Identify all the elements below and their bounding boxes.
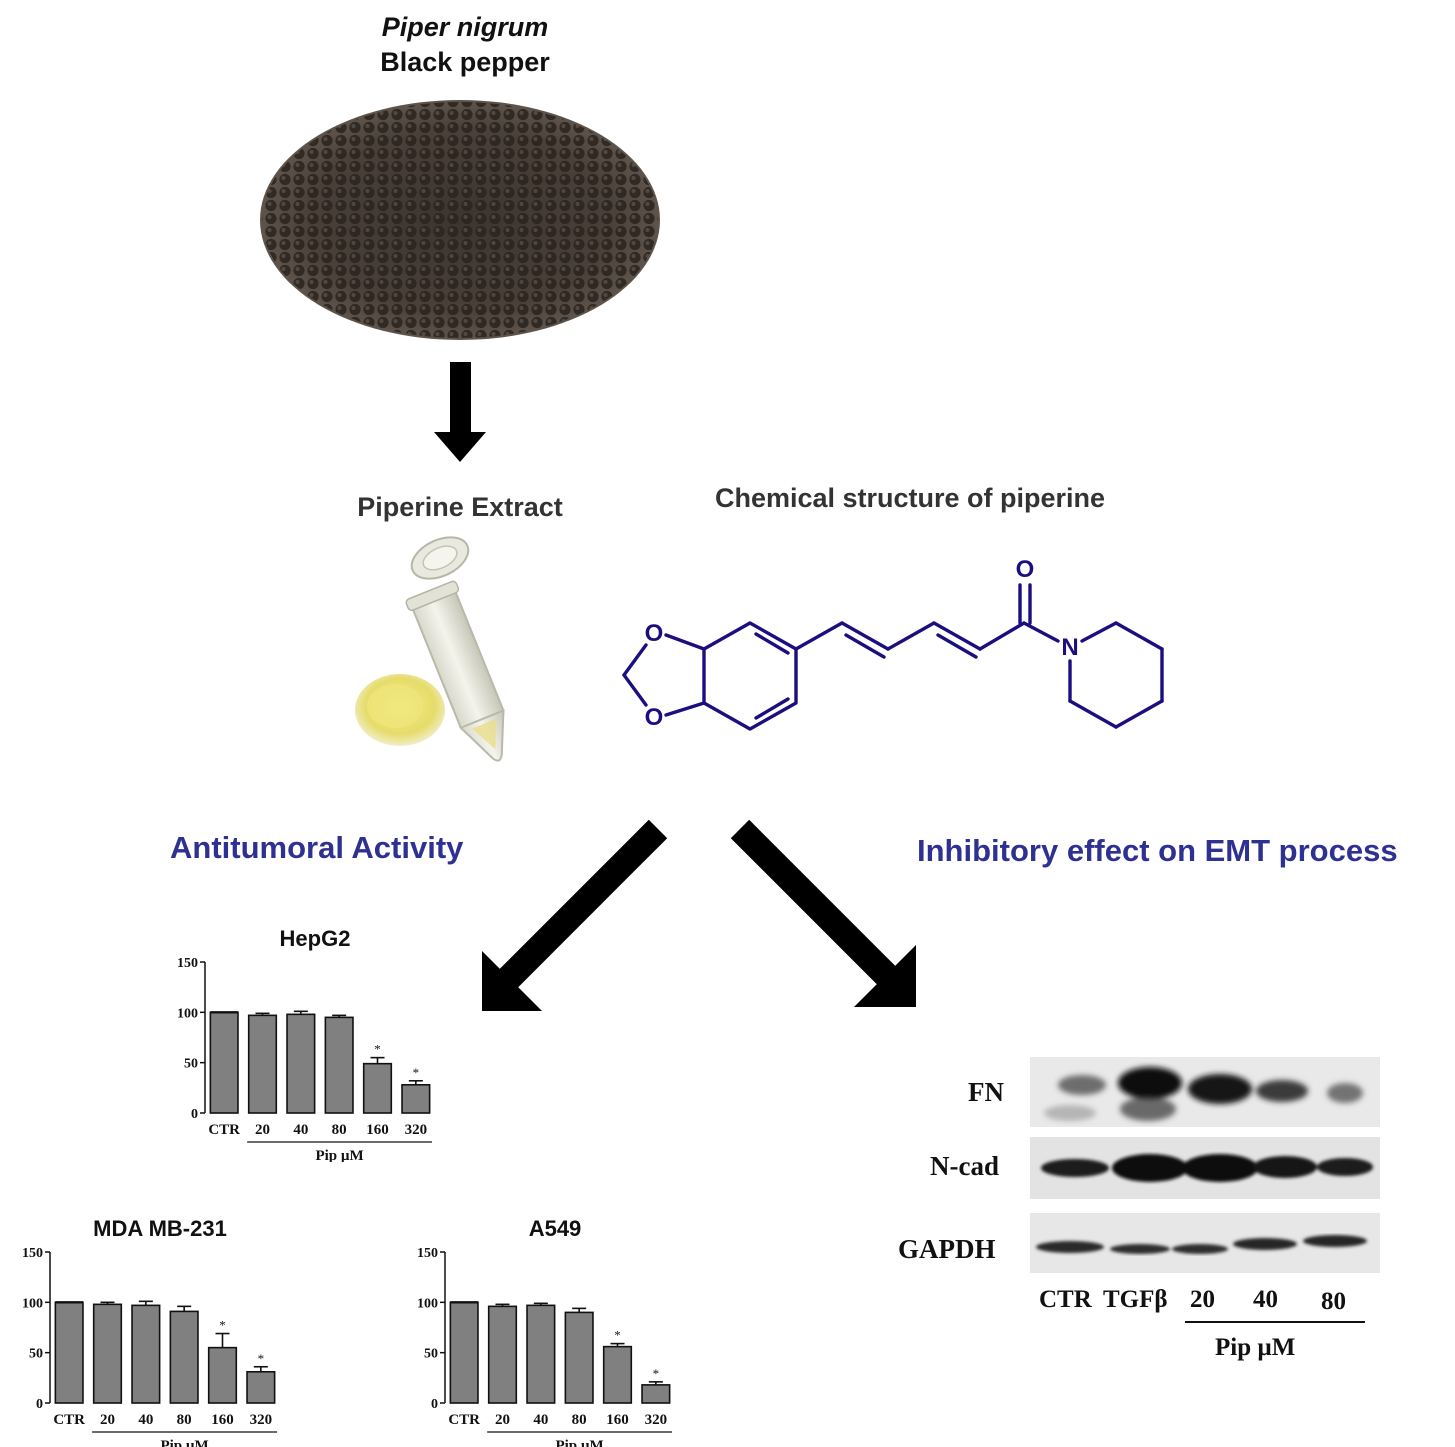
- bar: [209, 1011, 239, 1114]
- x-tick-label: 80: [177, 1412, 192, 1428]
- wb-label-ncad: N-cad: [930, 1151, 999, 1181]
- bar: [286, 1013, 316, 1114]
- atom-o1: O: [645, 620, 664, 647]
- x-tick-label: 320: [250, 1412, 273, 1428]
- atom-o3: O: [1016, 556, 1035, 583]
- bar: [324, 1016, 354, 1114]
- y-tick-label: 100: [417, 1296, 438, 1311]
- bar: [641, 1384, 671, 1404]
- significance-mark: *: [374, 1042, 381, 1057]
- chart-title: MDA MB-231: [93, 1216, 227, 1241]
- x-tick-label: 20: [255, 1122, 270, 1138]
- y-tick-label: 150: [417, 1246, 438, 1261]
- arrow-down-right-icon: [730, 819, 916, 1007]
- x-tick-label: 160: [366, 1122, 389, 1138]
- x-tick-label: 40: [293, 1122, 308, 1138]
- wb-lane-ctr: CTR: [1039, 1286, 1092, 1313]
- bar: [449, 1301, 479, 1404]
- y-tick-label: 0: [36, 1397, 43, 1412]
- y-tick-label: 150: [177, 956, 198, 971]
- y-tick-label: 0: [191, 1107, 198, 1122]
- x-tick-label: 20: [495, 1412, 510, 1428]
- bar: [487, 1305, 518, 1404]
- wb-lane-tgfb: TGFβ: [1103, 1286, 1168, 1313]
- y-tick-label: 100: [22, 1296, 43, 1311]
- bar: [564, 1311, 594, 1404]
- chart-title: A549: [529, 1216, 582, 1241]
- structure-label: Chemical structure of piperine: [714, 483, 1106, 513]
- common-name: Black pepper: [380, 47, 550, 77]
- x-tick-label: CTR: [208, 1122, 240, 1138]
- y-tick-label: 0: [431, 1397, 438, 1412]
- black-pepper-image: [260, 100, 660, 340]
- x-tick-label: 20: [100, 1412, 115, 1428]
- bar: [92, 1303, 123, 1404]
- bar: [602, 1345, 633, 1404]
- wb-label-fn: FN: [968, 1077, 1004, 1107]
- x-tick-label: 320: [405, 1122, 428, 1138]
- x-axis-label: Pip µM: [160, 1438, 208, 1447]
- x-tick-label: 40: [138, 1412, 153, 1428]
- significance-mark: *: [258, 1351, 265, 1366]
- x-tick-label: 80: [572, 1412, 587, 1428]
- x-tick-label: 160: [211, 1412, 234, 1428]
- significance-mark: *: [219, 1318, 226, 1333]
- bar: [207, 1346, 238, 1404]
- wb-lane-80: 80: [1321, 1288, 1346, 1315]
- x-tick-label: CTR: [448, 1412, 480, 1428]
- arrow-down-left-icon: [482, 819, 668, 1011]
- y-tick-label: 150: [22, 1246, 43, 1261]
- emt-inhibition-label: Inhibitory effect on EMT process: [917, 833, 1398, 868]
- antitumoral-activity-label: Antitumoral Activity: [170, 830, 464, 865]
- arrow-down-icon: [434, 362, 486, 462]
- bar: [169, 1310, 199, 1404]
- wb-lane-40: 40: [1253, 1286, 1278, 1313]
- bar: [246, 1370, 276, 1404]
- significance-mark: *: [653, 1366, 660, 1381]
- bar: [247, 1014, 278, 1114]
- y-tick-label: 50: [29, 1347, 43, 1362]
- x-tick-label: 160: [606, 1412, 629, 1428]
- x-tick-label: CTR: [53, 1412, 85, 1428]
- piperine-molecule-diagram: O O O N: [622, 556, 1164, 731]
- x-tick-label: 40: [533, 1412, 548, 1428]
- x-tick-label: 80: [332, 1122, 347, 1138]
- bar: [54, 1301, 84, 1404]
- y-tick-label: 50: [424, 1347, 438, 1362]
- x-tick-label: 320: [645, 1412, 668, 1428]
- atom-n: N: [1061, 634, 1078, 661]
- atom-o2: O: [645, 704, 664, 731]
- wb-group-label: Pip µM: [1215, 1334, 1296, 1361]
- bar: [526, 1304, 556, 1404]
- y-tick-label: 50: [184, 1057, 198, 1072]
- bar: [131, 1304, 161, 1404]
- wb-label-gapdh: GAPDH: [898, 1234, 996, 1264]
- significance-mark: *: [614, 1328, 621, 1343]
- western-blot-image: [1030, 1057, 1380, 1273]
- x-axis-label: Pip µM: [555, 1438, 603, 1447]
- bar: [401, 1084, 431, 1114]
- wb-group-line: [1185, 1321, 1365, 1323]
- bar: [362, 1062, 393, 1114]
- y-tick-label: 100: [177, 1006, 198, 1021]
- extract-label: Piperine Extract: [357, 492, 563, 522]
- chart-title: HepG2: [280, 926, 351, 951]
- x-axis-label: Pip µM: [315, 1148, 363, 1162]
- piperine-tube-image: [355, 536, 505, 762]
- significance-mark: *: [413, 1065, 420, 1080]
- species-name: Piper nigrum: [381, 12, 549, 42]
- wb-lane-20: 20: [1190, 1286, 1215, 1313]
